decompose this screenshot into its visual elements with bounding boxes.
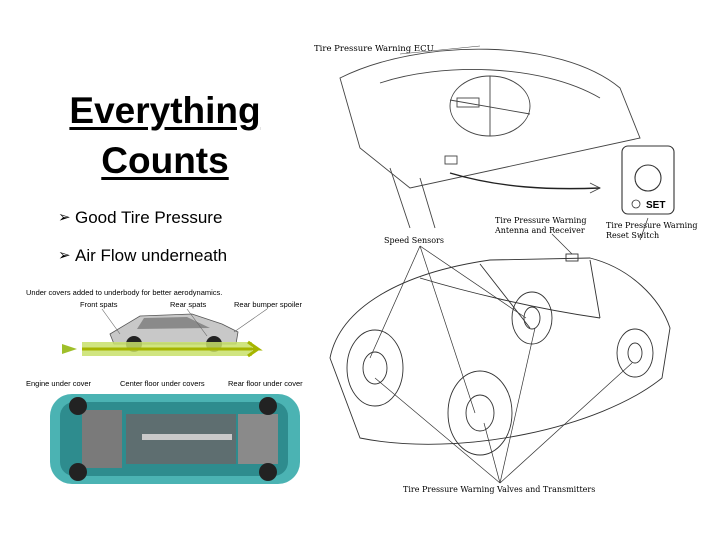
bullet-item: ➢ Good Tire Pressure [58,208,227,246]
reset-switch-label-1: Tire Pressure Warning [606,221,698,230]
bullet-text: Air Flow underneath [75,246,228,265]
set-button-label: SET [646,200,665,211]
reset-switch-drawing: SET [621,145,675,215]
bullet-list: ➢ Good Tire Pressure ➢ Air Flow undernea… [58,208,227,284]
antenna-label-2: Antenna and Receiver [494,226,585,235]
valves-label: Tire Pressure Warning Valves and Transmi… [403,485,595,494]
slide-title: Everything Counts [40,86,290,186]
side-view-car [62,313,263,358]
rear-bumper-spoiler-label: Rear bumper spoiler [234,300,302,309]
center-floor-label: Center floor under covers [120,379,205,388]
underbody-figure: Under covers added to underbody for bett… [22,284,314,486]
bullet-item: ➢ Air Flow underneath [58,246,227,284]
antenna-label-1: Tire Pressure Warning [495,216,587,225]
rear-floor-label: Rear floor under cover [228,379,303,388]
engine-under-cover-label: Engine under cover [26,379,92,388]
bullet-text: Good Tire Pressure [75,208,223,227]
underbody-heading: Under covers added to underbody for bett… [26,288,222,297]
reset-switch-label-2: Reset Switch [606,231,659,240]
car-outline-drawing [329,253,671,456]
title-line-1: Everything [69,90,261,131]
underbody-view-car [50,394,300,484]
rear-spats-label: Rear spats [170,300,207,309]
tire-warning-icon [631,199,641,209]
callout-lines [369,217,649,484]
front-spats-label: Front spats [80,300,118,309]
dashboard-drawing [339,48,641,229]
title-line-2: Counts [101,140,229,181]
tire-pressure-figure: Tire Pressure Warning ECU SET Tire Press… [314,44,698,494]
ecu-label: Tire Pressure Warning ECU [314,44,434,54]
arrow-bullet-icon: ➢ [58,247,71,264]
arrow-bullet-icon: ➢ [58,209,71,226]
speed-sensors-label: Speed Sensors [384,236,444,245]
